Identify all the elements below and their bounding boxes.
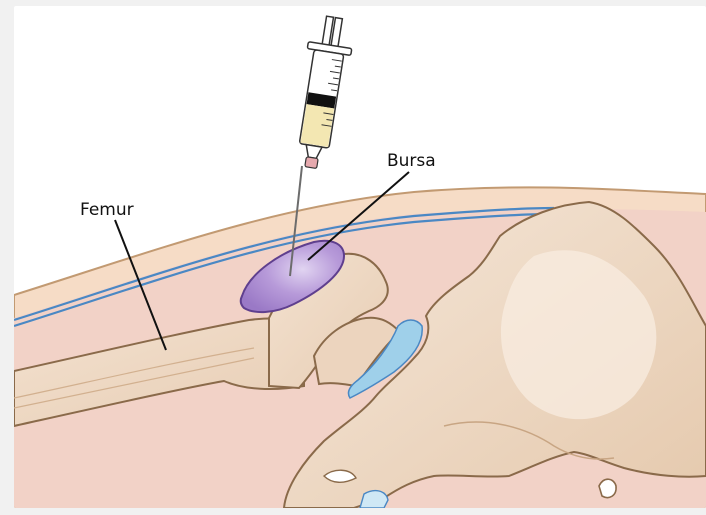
illustration-panel: Femur Bursa: [14, 6, 706, 508]
obturator-foramen-notch: [599, 479, 616, 497]
pubic-cartilage: [360, 491, 388, 508]
bursa-label: Bursa: [387, 151, 436, 171]
hip-injection-diagram: Femur Bursa: [14, 6, 706, 508]
femur-label: Femur: [80, 200, 134, 220]
syringe-hub: [305, 157, 318, 169]
syringe-icon: [289, 14, 356, 171]
